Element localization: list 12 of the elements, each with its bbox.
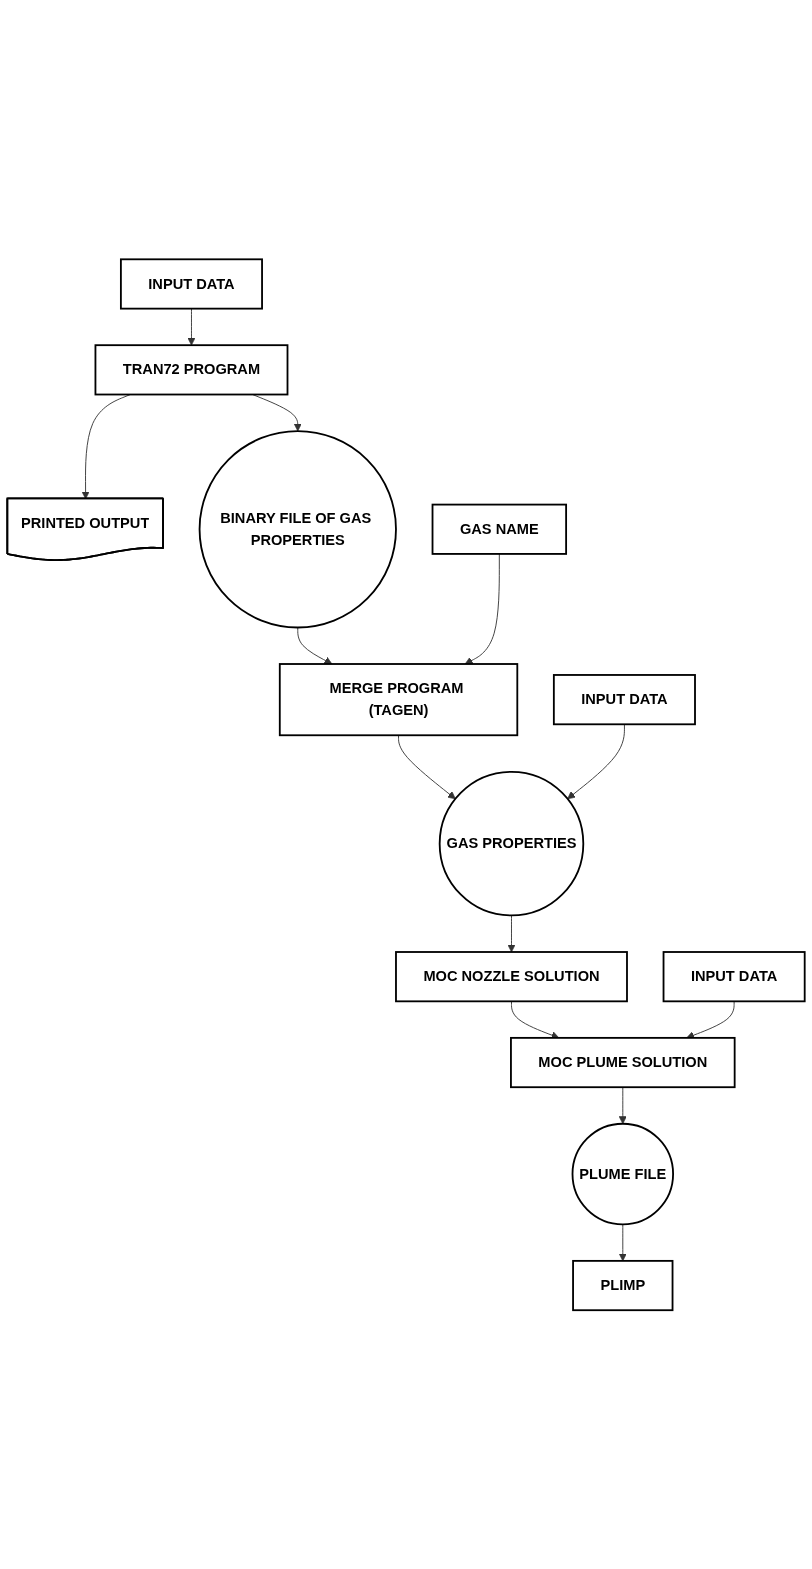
node-box: MERGE PROGRAM (TAGEN) <box>278 662 519 736</box>
node-circle: GAS PROPERTIES <box>438 770 585 917</box>
node-box: INPUT DATA <box>552 673 696 725</box>
node-box: MOC PLUME SOLUTION <box>510 1036 736 1088</box>
node-box: TRAN72 PROGRAM <box>94 344 289 396</box>
node-box: INPUT DATA <box>119 258 263 310</box>
node-circle: PLUME FILE <box>571 1122 674 1225</box>
node-box: GAS NAME <box>431 503 568 555</box>
node-circle: BINARY FILE OF GAS PROPERTIES <box>198 429 397 629</box>
node-box: MOC NOZZLE SOLUTION <box>395 950 628 1002</box>
node-box: PLIMP <box>572 1259 674 1311</box>
node-box: INPUT DATA <box>662 950 806 1002</box>
